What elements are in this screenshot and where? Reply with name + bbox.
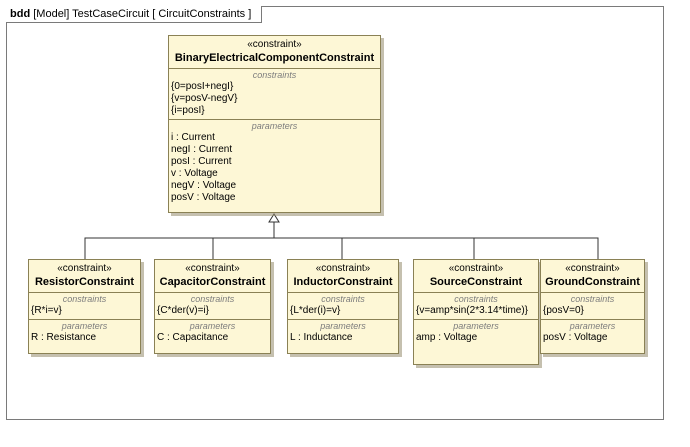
block-source-constraint[interactable]: «constraint» SourceConstraint constraint…: [413, 259, 539, 365]
compartment-title: constraints: [252, 70, 297, 80]
compartment-title: constraints: [321, 294, 365, 304]
compartment-title: parameters: [569, 321, 616, 331]
constraints-compartment: constraints {C*der(v)=i}: [155, 293, 270, 320]
frame-header[interactable]: bdd [Model] TestCaseCircuit [ CircuitCon…: [6, 6, 263, 23]
block-header: «constraint» CapacitorConstraint: [155, 260, 270, 293]
stereotype-label: «constraint»: [565, 263, 620, 274]
generalization-arrowhead: [268, 213, 280, 223]
compartment-title: parameters: [453, 321, 499, 331]
parameter-item: R : Resistance: [31, 332, 97, 343]
block-header: «constraint» ResistorConstraint: [29, 260, 140, 293]
parameter-item: posV : Voltage: [543, 332, 608, 343]
parameter-item: posV : Voltage: [171, 192, 236, 203]
block-inductor-constraint[interactable]: «constraint» InductorConstraint constrai…: [287, 259, 399, 354]
parameter-item: L : Inductance: [290, 332, 353, 343]
block-name: BinaryElectricalComponentConstraint: [174, 52, 375, 64]
stereotype-label: «constraint»: [57, 263, 112, 274]
parameters-compartment: parameters i : Current negI : Current po…: [169, 120, 380, 206]
stereotype-label: «constraint»: [185, 263, 240, 274]
constraint-item: {v=posV-negV}: [171, 93, 238, 104]
constraint-item: {C*der(v)=i}: [157, 305, 209, 316]
constraint-item: {0=posI+negI}: [171, 81, 234, 92]
compartment-title: parameters: [189, 321, 236, 331]
compartment-title: parameters: [320, 321, 366, 331]
parameters-compartment: parameters L : Inductance: [288, 320, 398, 346]
constraints-compartment: constraints {R*i=v}: [29, 293, 140, 320]
compartment-title: constraints: [570, 294, 615, 304]
block-name: GroundConstraint: [545, 276, 640, 288]
parameter-item: posI : Current: [171, 156, 232, 167]
block-name: InductorConstraint: [293, 276, 393, 288]
parameters-compartment: parameters posV : Voltage: [541, 320, 644, 346]
constraints-compartment: constraints {v=amp*sin(2*3.14*time)}: [414, 293, 538, 320]
parameter-item: C : Capacitance: [157, 332, 229, 343]
block-ground-constraint[interactable]: «constraint» GroundConstraint constraint…: [540, 259, 645, 354]
block-header: «constraint» SourceConstraint: [414, 260, 538, 293]
block-header: «constraint» InductorConstraint: [288, 260, 398, 293]
compartment-title: parameters: [251, 121, 298, 131]
compartment-title: parameters: [61, 321, 108, 331]
compartment-title: constraints: [454, 294, 498, 304]
block-header: «constraint» BinaryElectricalComponentCo…: [169, 36, 380, 69]
parameter-item: negV : Voltage: [171, 180, 237, 191]
constraint-item: {R*i=v}: [31, 305, 62, 316]
compartment-title: constraints: [190, 294, 235, 304]
constraints-compartment: constraints {posV=0}: [541, 293, 644, 320]
constraints-compartment: constraints {0=posI+negI} {v=posV-negV} …: [169, 69, 380, 120]
frame-kind: bdd: [10, 8, 31, 20]
block-capacitor-constraint[interactable]: «constraint» CapacitorConstraint constra…: [154, 259, 271, 354]
constraint-item: {posV=0}: [543, 305, 584, 316]
parameters-compartment: parameters amp : Voltage: [414, 320, 538, 346]
compartment-title: constraints: [62, 294, 107, 304]
stereotype-label: «constraint»: [448, 263, 504, 274]
stereotype-label: «constraint»: [315, 263, 371, 274]
constraint-item: {v=amp*sin(2*3.14*time)}: [416, 305, 529, 316]
frame-title: [Model] TestCaseCircuit [ CircuitConstra…: [33, 8, 252, 20]
constraint-item: {i=posI}: [171, 105, 205, 116]
block-name: CapacitorConstraint: [159, 276, 266, 288]
block-resistor-constraint[interactable]: «constraint» ResistorConstraint constrai…: [28, 259, 141, 354]
block-name: ResistorConstraint: [34, 276, 135, 288]
parameters-compartment: parameters C : Capacitance: [155, 320, 270, 346]
parameter-item: v : Voltage: [171, 168, 218, 179]
block-binary-electrical-component-constraint[interactable]: «constraint» BinaryElectricalComponentCo…: [168, 35, 381, 213]
block-name: SourceConstraint: [429, 276, 523, 288]
parameter-item: amp : Voltage: [416, 332, 478, 343]
constraint-item: {L*der(i)=v}: [290, 305, 341, 316]
block-header: «constraint» GroundConstraint: [541, 260, 644, 293]
stereotype-label: «constraint»: [247, 39, 302, 50]
parameters-compartment: parameters R : Resistance: [29, 320, 140, 346]
parameter-item: negI : Current: [171, 144, 233, 155]
parameter-item: i : Current: [171, 132, 215, 143]
constraints-compartment: constraints {L*der(i)=v}: [288, 293, 398, 320]
